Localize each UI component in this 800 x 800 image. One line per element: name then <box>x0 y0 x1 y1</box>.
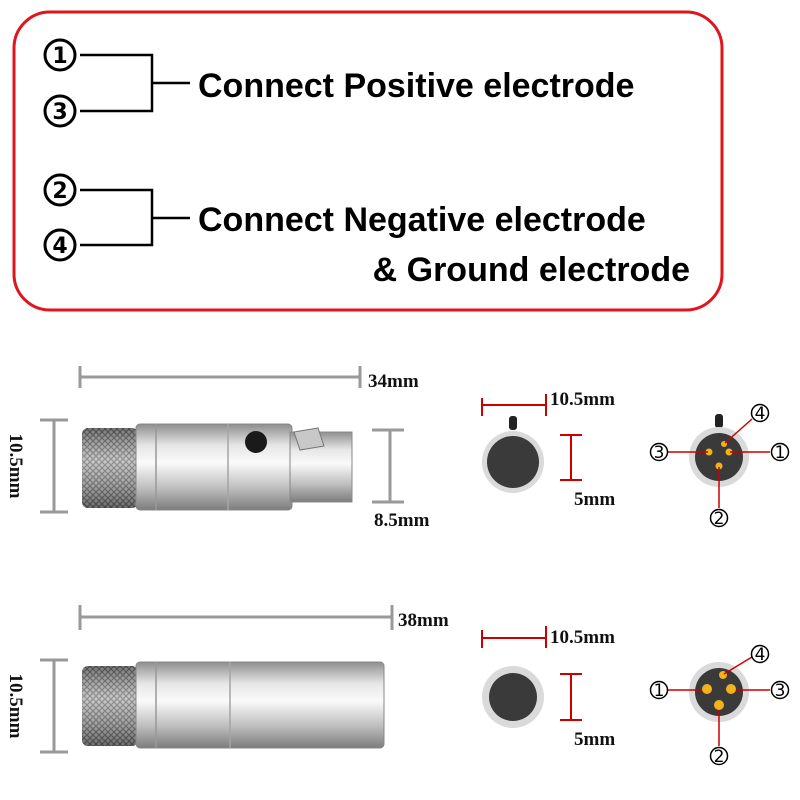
pin-marker-2 <box>43 173 77 207</box>
pinout-marker-bottom <box>709 746 729 766</box>
female-face-view: 10.5mm 5mm <box>481 389 615 510</box>
negative-group: 2 4 Connect Negative electrode & Ground … <box>43 173 690 289</box>
pin-dot-right <box>725 448 733 456</box>
female-pinout: 3 1 2 4 <box>649 403 790 529</box>
face-key <box>509 416 517 430</box>
pin-dot-right <box>726 684 736 694</box>
pinout-marker-left <box>649 680 669 700</box>
pinout-label-bottom: 2 <box>714 509 725 529</box>
connector-body <box>135 423 293 511</box>
height-dimension-line <box>40 658 68 754</box>
face-insert <box>489 673 537 721</box>
face-inner-dimension <box>560 673 582 721</box>
face-width-dimension <box>481 626 547 648</box>
connector-body <box>135 661 385 749</box>
length-label: 34mm <box>368 371 419 392</box>
face-width-label: 10.5mm <box>550 389 615 410</box>
pin-dot-bottom <box>715 462 723 470</box>
pinout-marker-right <box>770 680 790 700</box>
pin-dot-left <box>702 684 712 694</box>
male-connector-side-view: 38mm 10.5mm <box>5 605 449 754</box>
male-face-view: 10.5mm 5mm <box>481 626 615 750</box>
length-dimension-line <box>78 605 394 630</box>
face-insert <box>487 436 539 488</box>
knurled-nut-shade <box>82 666 138 746</box>
pinout-label-right: 1 <box>775 443 786 463</box>
male-pinout: 1 3 2 4 <box>649 644 790 767</box>
latch-clip <box>293 427 325 451</box>
pinout-marker-top <box>750 644 770 664</box>
pinout-marker-left <box>649 442 669 462</box>
knurled-nut-shade <box>82 428 138 508</box>
positive-group: 1 3 Connect Positive electrode <box>43 38 634 128</box>
pin-marker-4 <box>43 228 77 262</box>
face-inner-dimension <box>560 434 582 481</box>
pin-label-3: 3 <box>52 100 67 125</box>
pin-label-1: 1 <box>52 44 67 69</box>
pinout-key <box>715 414 723 428</box>
length-label: 38mm <box>398 610 449 631</box>
tail-dimension-line <box>372 428 404 504</box>
pinout-label-right: 3 <box>775 681 786 701</box>
female-connector-side-view: 34mm 10.5mm 8.5mm <box>5 366 430 531</box>
height-label: 10.5mm <box>5 434 26 499</box>
pinout-leaders <box>668 656 770 746</box>
length-dimension-line <box>78 366 362 388</box>
pin-label-4: 4 <box>52 234 67 259</box>
pin-dot-left <box>705 448 713 456</box>
legend-box: 1 3 Connect Positive electrode 2 4 Conne… <box>12 10 724 312</box>
pinout-insert <box>695 433 743 481</box>
face-inner-label: 5mm <box>574 489 615 510</box>
height-label: 10.5mm <box>5 674 26 739</box>
latch-button <box>245 431 267 453</box>
pinout-marker-bottom <box>709 508 729 528</box>
negative-text-line1: Connect Negative electrode <box>198 201 646 239</box>
pin-marker-3 <box>43 94 77 128</box>
pinout-label-top: 4 <box>755 645 766 665</box>
height-dimension-line <box>40 418 68 514</box>
positive-text: Connect Positive electrode <box>198 67 634 105</box>
face-width-label: 10.5mm <box>550 627 615 648</box>
positive-bracket <box>80 53 190 113</box>
pin-label-2: 2 <box>52 179 67 204</box>
face-width-dimension <box>481 394 547 416</box>
pinout-label-left: 3 <box>654 443 665 463</box>
pinout-marker-top <box>750 403 770 423</box>
pinout-label-top: 4 <box>755 404 766 424</box>
pinout-insert <box>695 668 743 716</box>
face-inner-label: 5mm <box>574 729 615 750</box>
negative-text-line2: & Ground electrode <box>373 251 690 289</box>
pinout-label-bottom: 2 <box>714 747 725 767</box>
pin-marker-1 <box>43 38 77 72</box>
legend-frame <box>12 10 724 312</box>
pinout-marker-right <box>770 442 790 462</box>
pin-dot-bottom <box>714 700 724 710</box>
tail-label: 8.5mm <box>374 510 430 531</box>
pinout-leaders <box>668 418 770 508</box>
negative-bracket <box>80 188 190 247</box>
pinout-label-left: 1 <box>654 681 665 701</box>
